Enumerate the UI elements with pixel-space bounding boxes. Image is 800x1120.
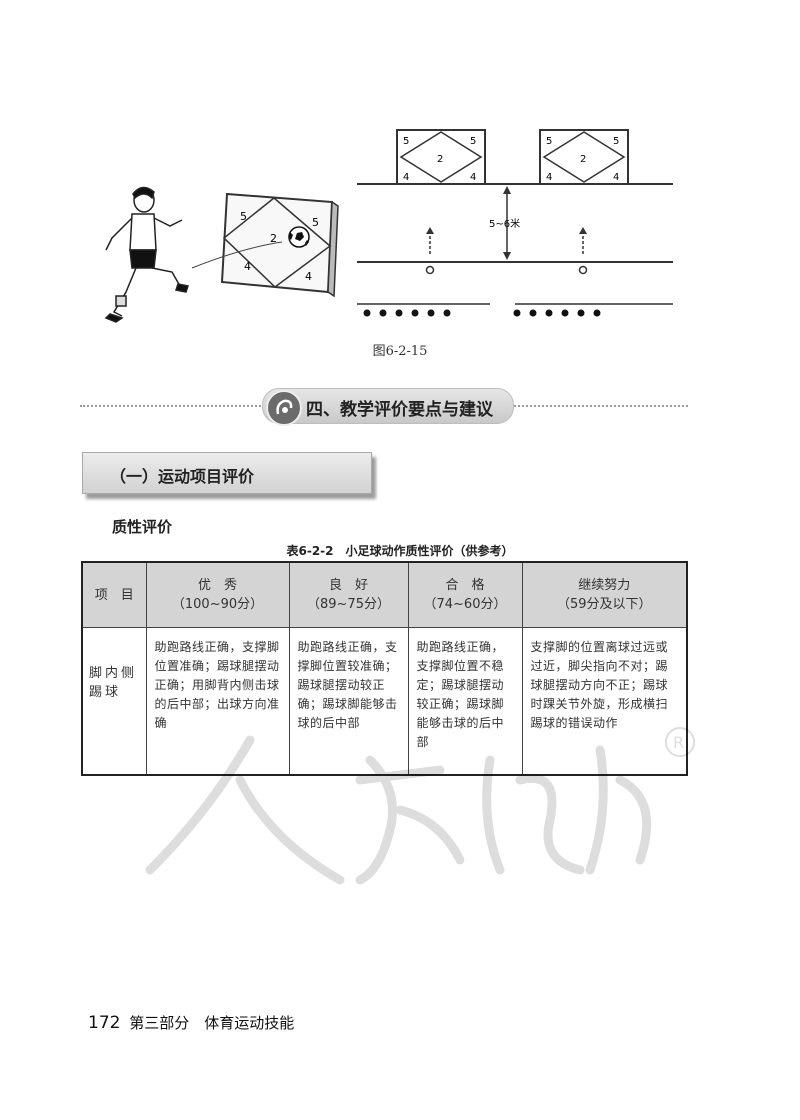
- evaluation-table: 项 目 优 秀（100~90分） 良 好（89~75分） 合 格（74~60分）…: [81, 561, 688, 776]
- footer-section-label: 第三部分 体育运动技能: [129, 1014, 295, 1032]
- goal-number: 2: [270, 232, 277, 245]
- header-pass: 合 格（74~60分）: [407, 561, 523, 628]
- table-header-row: 项 目 优 秀（100~90分） 良 好（89~75分） 合 格（74~60分）…: [81, 561, 688, 628]
- section-banner: [262, 388, 514, 424]
- goal-number: 5: [546, 136, 552, 147]
- figure-caption: 图6-2-15: [372, 344, 428, 359]
- page-footer: 172 第三部分 体育运动技能: [88, 1012, 294, 1033]
- player-group-1: [363, 309, 451, 317]
- goal-number: 2: [437, 154, 443, 165]
- goal-number: 4: [403, 172, 409, 183]
- publisher-watermark-logo: R: [145, 727, 695, 885]
- goal-number: 4: [470, 172, 476, 183]
- goal-number: 4: [305, 270, 312, 283]
- target-goal-2: 5 5 2 4 4: [539, 129, 629, 185]
- section-divider-right: [510, 405, 688, 407]
- kicking-illustration: 5 2 5 4 4: [104, 186, 339, 323]
- target-goal-1: 5 5 2 4 4: [396, 129, 486, 185]
- field-layout-diagram: 5 5 2 4 4 5 5 2 4 4 5~6米: [357, 129, 673, 317]
- header-good: 良 好（89~75分）: [288, 561, 409, 628]
- header-item: 项 目: [81, 561, 147, 628]
- subsection-banner: [82, 452, 372, 494]
- table-row: 脚内侧踢球 助跑路线正确，支撑脚位置准确；踢球腿摆动正确；用脚背内侧击球的后中部…: [81, 627, 688, 776]
- target-wall: 5 2 5 4 4: [220, 192, 339, 298]
- header-excellent: 优 秀（100~90分）: [145, 561, 290, 628]
- svg-text:R: R: [673, 733, 684, 752]
- distance-label: 5~6米: [489, 217, 520, 230]
- goal-number: 5: [240, 210, 247, 223]
- goal-number: 5: [613, 136, 619, 147]
- goal-number: 4: [546, 172, 552, 183]
- distance-marker: 5~6米: [489, 186, 520, 260]
- goal-number: 2: [580, 154, 586, 165]
- goal-number: 5: [312, 216, 319, 229]
- cell-good: 助跑路线正确，支撑脚位置较准确；踢球腿摆动较正确；踢球脚能够击球的后中部: [288, 627, 409, 776]
- page-number: 172: [88, 1013, 121, 1033]
- header-improve: 继续努力（59分及以下）: [521, 561, 688, 628]
- child-player: [104, 186, 189, 323]
- section-emblem-icon: [266, 390, 302, 426]
- goal-number: 4: [613, 172, 619, 183]
- goal-number: 4: [244, 260, 251, 273]
- section-divider-left: [80, 405, 264, 407]
- goal-number: 5: [403, 136, 409, 147]
- section-title: 四、教学评价要点与建议: [306, 400, 493, 420]
- quality-evaluation-heading: 质性评价: [112, 518, 173, 536]
- cell-item: 脚内侧踢球: [81, 627, 147, 776]
- goal-number: 5: [470, 136, 476, 147]
- table-title: 表6-2-2 小足球动作质性评价（供参考）: [286, 544, 514, 558]
- ball-spot-2: [578, 227, 588, 275]
- ball-spot-1: [425, 227, 435, 275]
- cell-excellent: 助跑路线正确，支撑脚位置准确；踢球腿摆动正确；用脚背内侧击球的后中部；出球方向准…: [145, 627, 290, 776]
- subsection-title: （一）运动项目评价: [110, 467, 255, 486]
- player-group-2: [513, 309, 601, 317]
- cell-improve: 支撑脚的位置离球过远或过近，脚尖指向不对；踢球腿摆动方向不正；踢球时踝关节外旋，…: [521, 627, 688, 776]
- cell-pass: 助跑路线正确，支撑脚位置不稳定；踢球腿摆动较正确；踢球脚能够击球的后中部: [407, 627, 523, 776]
